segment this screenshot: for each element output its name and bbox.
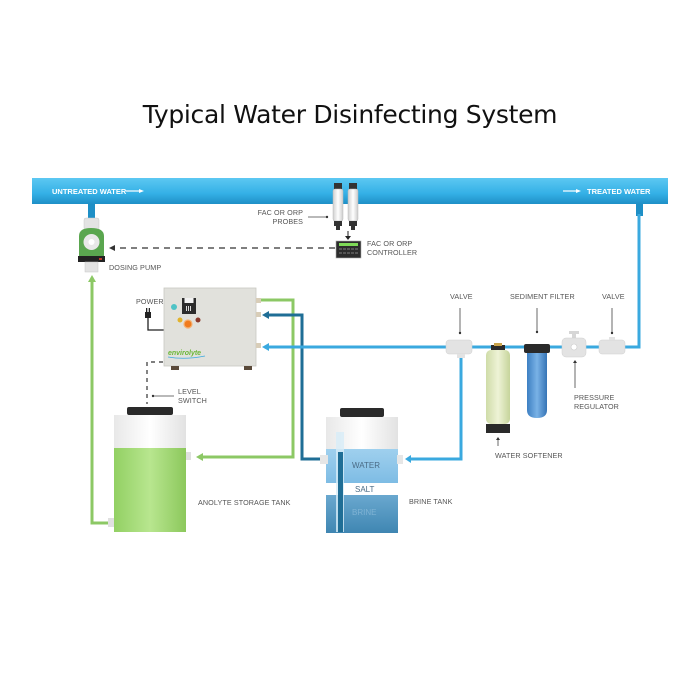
anolyte-supply-line bbox=[199, 298, 295, 459]
anolyte-liquid bbox=[114, 448, 186, 532]
brine-tank bbox=[320, 408, 403, 533]
pump-inlet-tee bbox=[88, 204, 95, 218]
anolyte-storage-tank bbox=[108, 407, 191, 532]
sediment-filter-label: SEDIMENT FILTER bbox=[510, 292, 575, 301]
outlet-arrow-icon bbox=[563, 189, 581, 193]
pressure-regulator bbox=[561, 331, 587, 358]
controller-display bbox=[339, 243, 358, 246]
sediment-filter bbox=[524, 344, 550, 418]
valve-right bbox=[598, 337, 626, 355]
signal-arrow-icon bbox=[109, 245, 115, 251]
treated-water-label: TREATED WATER bbox=[587, 187, 651, 196]
water-softener-label: WATER SOFTENER bbox=[495, 451, 563, 460]
brine-fill-line bbox=[408, 355, 463, 461]
level-switch-signal-line bbox=[146, 361, 163, 404]
diagram-title: Typical Water Disinfecting System bbox=[142, 100, 558, 129]
brine-water-label: WATER bbox=[352, 461, 380, 470]
controller-label-line1: FAC OR ORP bbox=[367, 239, 412, 248]
anolyte-dosing-line bbox=[90, 278, 111, 525]
untreated-water-label: UNTREATED WATER bbox=[52, 187, 127, 196]
valve-left-label: VALVE bbox=[450, 292, 473, 301]
brine-supply-line bbox=[266, 313, 330, 461]
pressure-regulator-label-line2: REGULATOR bbox=[574, 402, 619, 411]
probes-label-line1: FAC OR ORP bbox=[258, 208, 303, 217]
brine-in-arrow-icon bbox=[262, 311, 269, 319]
brine-tank-label: BRINE TANK bbox=[409, 497, 453, 506]
controller-label-line2: CONTROLLER bbox=[367, 248, 417, 257]
outlet-tee bbox=[636, 204, 643, 216]
brine-layer-label: BRINE bbox=[352, 508, 376, 517]
status-light-yellow bbox=[177, 317, 183, 323]
power-plug-icon bbox=[145, 308, 164, 331]
envirolyte-generator: envirolyte bbox=[163, 287, 261, 370]
fac-orp-controller bbox=[335, 240, 362, 259]
power-label: POWER bbox=[136, 297, 164, 306]
envirolyte-logo: envirolyte bbox=[168, 350, 201, 357]
start-button bbox=[183, 319, 193, 329]
valve-left bbox=[445, 339, 473, 358]
inlet-arrow-icon bbox=[126, 189, 144, 193]
status-light-cyan bbox=[171, 304, 177, 310]
probe-to-controller-arrow-icon bbox=[345, 231, 351, 240]
level-switch-label-line1: LEVEL bbox=[178, 387, 201, 396]
dosing-pump-label: DOSING PUMP bbox=[109, 263, 161, 272]
water-in-arrow-icon bbox=[262, 343, 269, 351]
valve-right-label: VALVE bbox=[602, 292, 625, 301]
status-light-red bbox=[195, 317, 201, 323]
anolyte-tank-label: ANOLYTE STORAGE TANK bbox=[198, 498, 291, 507]
brine-salt-label: SALT bbox=[355, 485, 375, 494]
anolyte-in-arrow-icon bbox=[196, 453, 203, 461]
water-softener bbox=[486, 343, 510, 433]
fac-orp-probes bbox=[332, 183, 359, 230]
anolyte-up-arrow-icon bbox=[88, 275, 96, 282]
treated-return-line bbox=[620, 214, 641, 349]
probes-label-line2: PROBES bbox=[272, 217, 303, 226]
pressure-regulator-label-line1: PRESSURE bbox=[574, 393, 614, 402]
dosing-pump bbox=[78, 217, 105, 273]
level-switch-label-line2: SWITCH bbox=[178, 396, 207, 405]
brine-fill-arrow-icon bbox=[405, 455, 411, 463]
